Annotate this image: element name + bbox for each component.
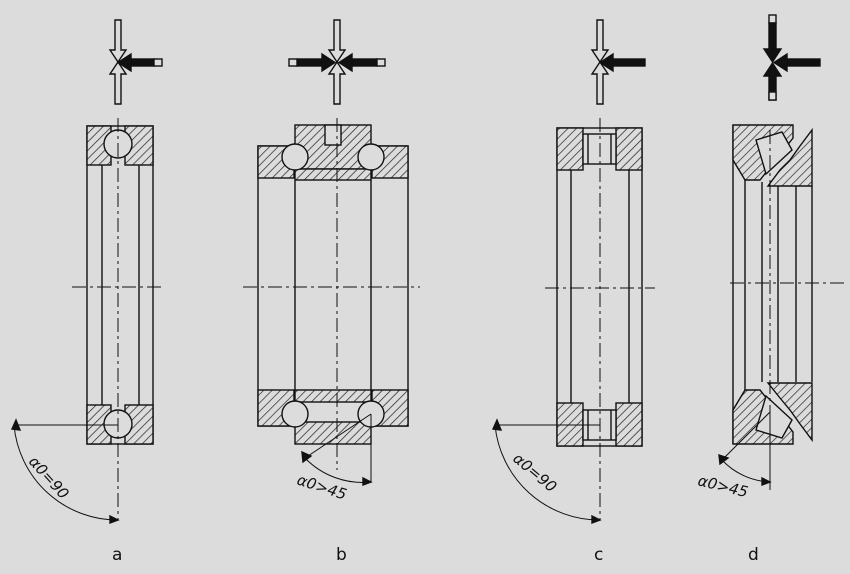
bearing-c — [491, 19, 655, 525]
caption-d: d — [748, 545, 759, 565]
caption-c: c — [594, 545, 603, 565]
angle-label-c: α0=90 — [509, 449, 560, 496]
load-arrows-d — [762, 14, 821, 101]
angle-label-b: α0>45 — [295, 471, 349, 504]
angle-label-a: α0=90 — [25, 453, 73, 503]
bearing-d — [718, 14, 845, 490]
load-arrows-c — [590, 19, 646, 105]
caption-b: b — [336, 545, 347, 565]
bearing-b — [243, 19, 420, 487]
load-arrows-b — [288, 19, 386, 105]
caption-a: a — [112, 545, 122, 565]
angle-label-d: α0>45 — [696, 471, 750, 501]
load-arrows-a — [108, 19, 163, 105]
bearing-a — [10, 19, 165, 525]
